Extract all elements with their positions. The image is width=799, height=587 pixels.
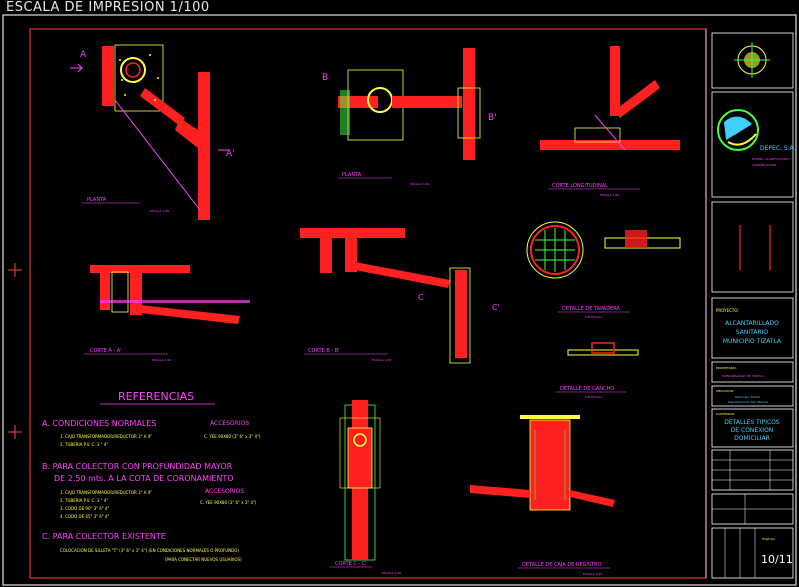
ref-b-title: B. PARA COLECTOR CON PROFUNDIDAD MAYOR	[42, 462, 233, 471]
planta2-scale: ESCALA 1/20	[410, 182, 430, 186]
company-logo-icon	[717, 109, 759, 151]
planta-view-2[interactable]: B B' PLANTA ESCALA 1/20	[322, 48, 497, 186]
project-line: MUNICIPIO TIZATLA	[723, 338, 782, 345]
ref-b-item: 2. TUBERIA P.V. C. 3 " 4"	[60, 498, 108, 503]
detalle-gancho-view[interactable]: DETALLE DE GANCHO SIN ESCALA	[556, 342, 639, 399]
corte-b-title: CORTE B - B'	[308, 348, 340, 354]
acc1-item: C. YEE 90X80 (3" 6" x 3" 4")	[204, 434, 261, 439]
sheet-number: 10/11	[761, 553, 793, 566]
ubicacion-line: Municipio Tizatla	[735, 395, 760, 399]
content-line: DE CONEXION	[731, 427, 774, 434]
ref-b-title-2: DE 2.50 mts. A LA COTA DE CORONAMIENTO	[54, 474, 234, 483]
planta1-title: PLANTA	[87, 197, 107, 203]
print-scale-header: ESCALA DE IMPRESION 1/100	[6, 0, 210, 15]
corte-a-view[interactable]: CORTE A - A' ESCALA 1/20	[84, 265, 250, 362]
caja-title: DETALLE DE CAJA DE REGISTRO	[522, 562, 602, 568]
project-line: ALCANTARILLADO	[725, 320, 779, 327]
content-line: DOMICILIAR	[734, 435, 770, 442]
corte-a-title: CORTE A - A'	[90, 348, 122, 354]
ref-a-item: 2. TUBERIA P.V. C. 3 " 4"	[60, 442, 108, 447]
planta-view-1[interactable]: A A' PLANTA ESCALA 1/20	[70, 44, 235, 220]
corte-longitudinal-view[interactable]: CORTE LONGITUDINAL ESCALA 1/20	[540, 46, 680, 197]
drawing-border	[2, 14, 797, 586]
crosshair-marker	[8, 263, 22, 439]
ref-c-title: C. PARA COLECTOR EXISTENTE	[42, 532, 166, 541]
referencias-title: REFERENCIAS	[118, 390, 194, 403]
project-label: PROYECTO:	[716, 308, 739, 313]
corte-c-view[interactable]: CORTE C - C' ESCALA 1/20	[330, 400, 402, 575]
propietario: MUNICIPALIDAD DE TIZATLA	[722, 374, 765, 378]
content-label: CONTENIDO:	[716, 412, 735, 416]
section-mark-a: A	[80, 50, 87, 60]
ref-a-item: 1. CAJO TRANSFORMADOR/REDUCTOR 3" A 4"	[60, 434, 152, 439]
section-mark-a2: A'	[226, 149, 235, 159]
corte-b-view[interactable]: C C' CORTE B - B' ESCALA 1/20	[300, 228, 500, 364]
detalle-tapadera-view[interactable]: DETALLE DE TAPADERA SIN ESCALA	[526, 221, 681, 319]
title-block: DEPEC, S.A. DISEÑO, PLANIFICACION Y CONS…	[711, 32, 796, 579]
planta2-title: PLANTA	[342, 172, 362, 178]
section-mark-b2: B'	[488, 113, 497, 123]
propietario-label: PROPIETARIO:	[716, 366, 737, 370]
section-mark-b: B	[322, 73, 328, 83]
ref-b-item: 1. CAJO TRANSFORMADOR/REDUCTOR 3" A 4"	[60, 490, 152, 495]
planta1-scale: ESCALA 1/20	[150, 209, 170, 213]
north-arrow-icon	[734, 42, 770, 78]
project-line: SANITARIO	[736, 329, 769, 336]
ubicacion-label: UBICACION:	[716, 389, 734, 393]
corte-long-title: CORTE LONGITUDINAL	[552, 183, 608, 189]
section-mark-c2: C'	[492, 303, 500, 312]
gancho-scale: SIN ESCALA	[585, 395, 604, 399]
company-sub: DISEÑO, PLANIFICACION Y	[752, 156, 791, 161]
company-name: DEPEC, S.A.	[760, 145, 796, 152]
section-mark-c: C	[418, 293, 424, 302]
caja-scale: ESCALA 1/20	[583, 572, 603, 576]
acc2-item: C. YEE 90X80 (3" 6" x 3" 4")	[200, 500, 257, 505]
detalle-caja-view[interactable]: DETALLE DE CAJA DE REGISTRO ESCALA 1/20	[470, 415, 615, 576]
tapadera-scale: SIN ESCALA	[585, 315, 604, 319]
referencias-legend: REFERENCIAS A. CONDICIONES NORMALES 1. C…	[42, 390, 261, 562]
gancho-title: DETALLE DE GANCHO	[560, 386, 614, 392]
ubicacion-line: Departamento San Marcos	[728, 400, 768, 404]
acc2-title: ACCESORIOS	[205, 488, 244, 495]
ref-a-title: A. CONDICIONES NORMALES	[42, 419, 157, 428]
ref-c-line: (PARA CONECTAR NUEVOS USUARIOS)	[165, 557, 242, 562]
corte-c-scale: ESCALA 1/20	[382, 571, 402, 575]
ref-b-item: 3. CODO DE 90" 3" 6" 4"	[60, 506, 109, 511]
sheet-label: HOJA No.	[762, 537, 775, 541]
corte-long-scale: ESCALA 1/20	[600, 193, 620, 197]
corte-b-scale: ESCALA 1/20	[372, 358, 392, 362]
corte-c-title: CORTE C - C'	[335, 561, 367, 567]
corte-a-scale: ESCALA 1/20	[152, 358, 172, 362]
ref-c-line: COLOCACION DE SILLETA "T" (3" 6" x 3" 4"…	[60, 548, 239, 553]
acc1-title: ACCESORIOS	[210, 420, 249, 427]
tapadera-title: DETALLE DE TAPADERA	[562, 306, 620, 312]
content-line: DETALLES TIPICOS	[724, 419, 780, 426]
company-sub: CONSTRUCCION	[752, 163, 776, 167]
ref-b-item: 4. CODO DE 45" 3" 6" 4"	[60, 514, 109, 519]
